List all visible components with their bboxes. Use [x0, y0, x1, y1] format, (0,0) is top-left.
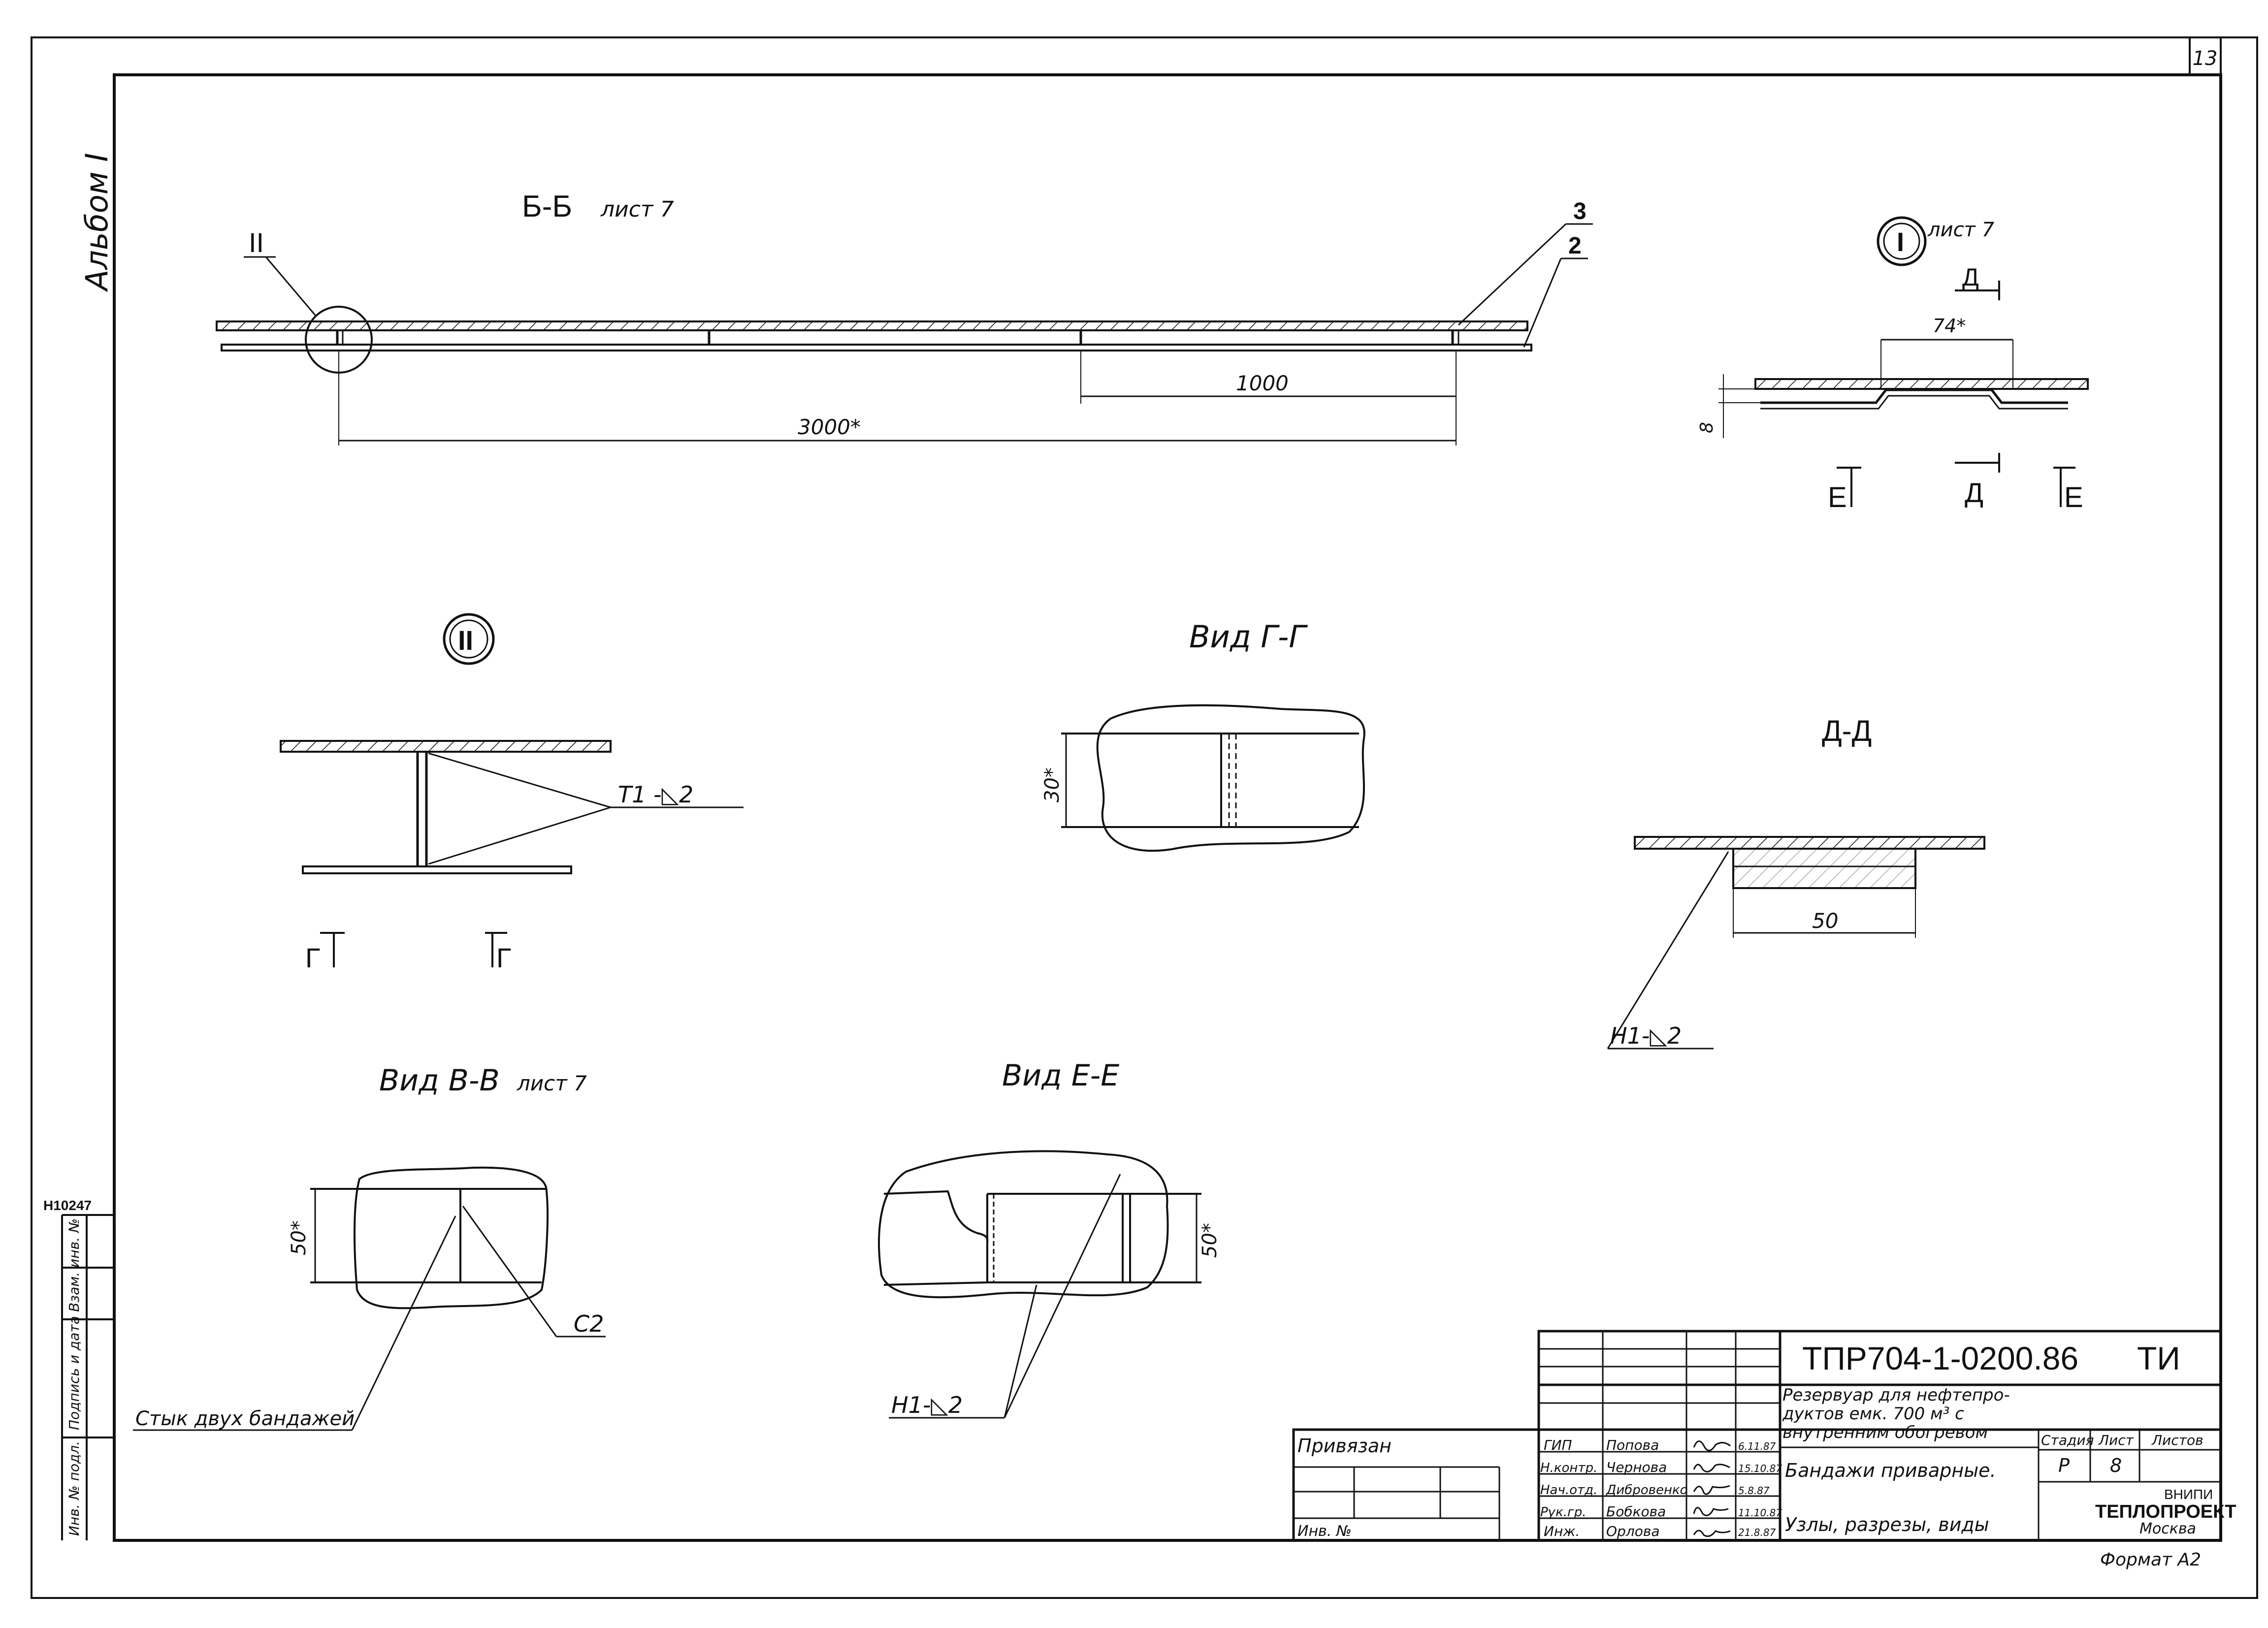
bb-dim-3000: 3000*	[798, 415, 861, 439]
bb-callout-node: II	[249, 227, 264, 258]
dd-dim-50: 50	[1812, 909, 1838, 933]
signature-4	[1693, 1530, 1731, 1537]
tb-staff-role-1: Н.контр.	[1540, 1461, 1597, 1475]
tb-staff-date-1: 15.10.87	[1738, 1463, 1782, 1474]
tb-org-3: Москва	[2139, 1520, 2196, 1537]
section-dd-title: Д-Д	[1822, 714, 1872, 747]
tb-sheet: 8	[2110, 1455, 2122, 1476]
tb-staff-name-2: Дибровенко	[1606, 1483, 1688, 1498]
view-gg-dim-30: 30*	[1041, 767, 1064, 802]
tb-project-title: Резервуар для нефтепро-дуктов емк. 700 м…	[1782, 1386, 2010, 1442]
tb-sheets-header: Листов	[2151, 1432, 2203, 1448]
node-ii-cut-left: Г	[305, 942, 320, 973]
tb-org-1: ВНИПИ	[2164, 1487, 2213, 1502]
margin-col-2: Подпись и дата	[66, 1316, 82, 1430]
view-gg-title: Вид Г-Г	[1189, 619, 1308, 655]
signature-1	[1693, 1464, 1730, 1472]
section-bb-title: Б-Б	[522, 190, 572, 223]
margin-stamp: Н10247 Инв. № подл. Подпись и дата Взам.…	[43, 1198, 114, 1540]
bb-lower-strip	[221, 344, 1532, 351]
node-i-marker-outer	[1877, 216, 1927, 266]
tb-org-2: ТЕПЛОПРОЕКТ	[2095, 1501, 2236, 1522]
margin-code: Н10247	[43, 1198, 92, 1213]
section-dd: Д-Д 50 Н1-◺2	[1607, 714, 1985, 1050]
view-vv-joint-note: Стык двух бандажей	[135, 1407, 355, 1430]
view-ee-break-outline	[878, 1150, 1169, 1299]
outer-frame	[31, 36, 2258, 1599]
node-i-cut-mid: Д	[1965, 477, 1983, 508]
signature-0	[1693, 1440, 1731, 1451]
tb-staff-role-4: Инж.	[1544, 1523, 1580, 1539]
tb-staff-role-0: ГИП	[1544, 1437, 1572, 1453]
bb-callout-3: 3	[1573, 198, 1587, 224]
section-bb-sheet-ref: лист 7	[600, 197, 674, 222]
dd-weld-note: Н1-◺2	[1610, 1022, 1682, 1049]
node-ii-marker: II	[458, 625, 473, 656]
node-i-detail: I лист 7 Д 74* 8 Е Д Е	[1697, 216, 2089, 513]
tb-staff-date-2: 5.8.87	[1738, 1485, 1770, 1497]
view-gg-break-outline	[1096, 704, 1365, 852]
node-ii-weld-note: Т1 -◺2	[618, 781, 693, 808]
tb-sheet-title-1: Бандажи приварные.	[1785, 1460, 1996, 1481]
tb-staff-name-3: Бобкова	[1606, 1503, 1666, 1520]
node-i-cut-top: Д	[1962, 263, 1979, 291]
bb-dim-1000: 1000	[1236, 371, 1289, 395]
view-ee: Вид Е-Е 50* Н1-◺2	[878, 1058, 1221, 1419]
view-ee-dim-50: 50*	[1199, 1223, 1221, 1258]
title-block: Привязан Инв. № ТПР704-1-0200.86 ТИ Резе…	[1292, 1330, 2236, 1570]
node-i-sheet-ref: лист 7	[1927, 219, 1995, 241]
node-i-dim-74: 74*	[1933, 315, 1966, 337]
view-vv: Вид В-В лист 7 50* С2 Стык двух бандажей	[133, 1063, 606, 1431]
node-i-bent-strip	[1760, 388, 2068, 404]
sheet-number: 13	[2193, 47, 2218, 70]
section-bb: Б-Б лист 7 II 3 2 1000 3000*	[216, 190, 1593, 446]
bb-upper-plate	[216, 320, 1528, 331]
view-vv-dim-50: 50*	[288, 1220, 310, 1255]
node-i-dim-8: 8	[1697, 422, 1717, 433]
tb-staff-name-4: Орлова	[1606, 1523, 1660, 1539]
margin-col-3: Взам. инв. №	[66, 1218, 82, 1312]
tb-staff-date-3: 11.10.87	[1738, 1507, 1782, 1519]
node-ii-cut-right: Г	[496, 942, 511, 973]
node-ii-marker-outer	[443, 613, 495, 665]
signature-3	[1693, 1507, 1729, 1516]
tb-stage-header: Стадия	[2041, 1432, 2094, 1448]
view-vv-break-outline	[354, 1166, 549, 1309]
sheet-number-box	[2189, 36, 2222, 76]
view-ee-title: Вид Е-Е	[1002, 1058, 1119, 1093]
inner-frame	[113, 73, 2222, 1542]
node-i-cut-right: Е	[2064, 481, 2083, 513]
tb-sheet-header: Лист	[2098, 1432, 2134, 1448]
node-i-marker: I	[1897, 227, 1904, 257]
node-i-cut-left: Е	[1828, 481, 1847, 513]
bb-callout-2: 2	[1568, 233, 1582, 259]
tb-stage: Р	[2058, 1455, 2070, 1476]
margin-col-1: Инв. № подл.	[66, 1441, 82, 1536]
tb-staff-role-3: Рук.гр.	[1540, 1505, 1586, 1520]
tb-sheet-title-2: Узлы, разрезы, виды	[1785, 1514, 1989, 1535]
tb-staff-name-0: Попова	[1606, 1437, 1659, 1453]
album-label: Альбом I	[79, 153, 115, 292]
tb-format: Формат А2	[2100, 1550, 2201, 1570]
tb-staff-name-1: Чернова	[1606, 1459, 1667, 1475]
tb-staff-role-2: Нач.отд.	[1540, 1483, 1597, 1498]
view-vv-weld-note: С2	[574, 1310, 604, 1337]
tb-doc-code: ТПР704-1-0200.86	[1802, 1340, 2078, 1376]
tb-staff-date-0: 6.11.87	[1738, 1440, 1776, 1452]
tb-privyazan: Привязан	[1297, 1435, 1392, 1457]
node-ii-detail: II Т1 -◺2 Г Г	[280, 613, 744, 973]
view-vv-title: Вид В-В	[379, 1063, 500, 1098]
tb-staff-date-4: 21.8.87	[1738, 1527, 1776, 1538]
tb-inv-no: Инв. №	[1297, 1523, 1352, 1540]
dd-bandage	[1732, 848, 1916, 889]
signature-2	[1693, 1485, 1730, 1495]
view-gg: Вид Г-Г 30*	[1041, 619, 1365, 852]
tb-doc-mark: ТИ	[2137, 1340, 2180, 1376]
view-ee-weld-note: Н1-◺2	[891, 1392, 963, 1418]
view-vv-sheet-ref: лист 7	[517, 1071, 587, 1095]
